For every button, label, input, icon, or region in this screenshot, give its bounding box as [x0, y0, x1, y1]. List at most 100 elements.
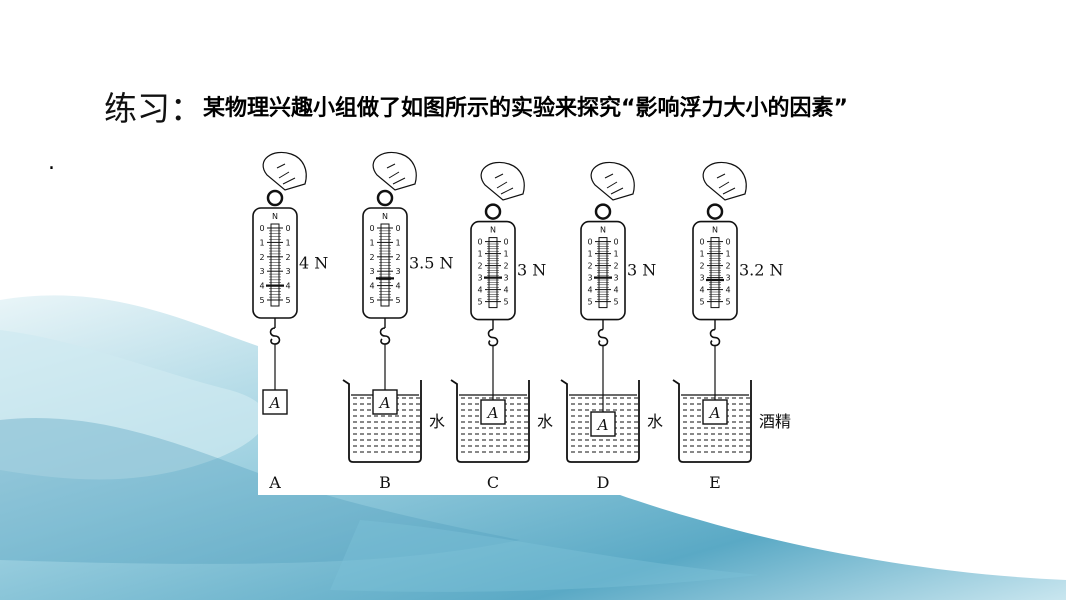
scale-ring — [706, 203, 724, 220]
scale-reading-label: 4 N — [299, 254, 328, 273]
scale-mark-right: 4 — [725, 286, 730, 295]
scale-mark-right: 4 — [395, 282, 400, 291]
liquid-label: 水 — [429, 412, 445, 431]
hand-icon — [590, 161, 635, 201]
block-label: A — [378, 394, 391, 412]
scale-mark-left: 2 — [699, 262, 704, 271]
liquid-c — [461, 397, 528, 453]
scale-mark-right: 0 — [395, 224, 400, 233]
scale-mark-left: 0 — [477, 238, 482, 247]
hand-icon — [480, 161, 525, 201]
scale-tube — [380, 223, 390, 307]
slide-title: 练习： 某物理兴趣小组做了如图所示的实验来探究“影响浮力大小的因素” — [104, 84, 848, 128]
beaker-outline — [342, 379, 422, 463]
hook-icon — [269, 327, 281, 345]
scale-mark-right: 0 — [503, 238, 508, 247]
scale-mark-right: 5 — [395, 296, 400, 305]
scale-mark-right: 4 — [503, 286, 508, 295]
trailing-mark: . — [48, 150, 55, 175]
scale-ring — [484, 203, 502, 220]
block-label: A — [268, 394, 281, 412]
scale-mark-left: 4 — [699, 286, 704, 295]
scale-mark-left: 5 — [477, 298, 482, 307]
scale-mark-right: 2 — [395, 253, 400, 262]
scale-mark-left: 1 — [369, 238, 374, 247]
hook-icon — [487, 328, 499, 347]
block-a — [702, 399, 728, 425]
setup-letter-label: D — [597, 473, 610, 492]
scale-mark-left: 5 — [699, 298, 704, 307]
scale-mark-right: 2 — [285, 253, 290, 262]
scale-tube — [270, 223, 280, 307]
scale-mark-right: 5 — [285, 296, 290, 305]
block-a — [590, 411, 616, 437]
scale-mark-left: 2 — [477, 262, 482, 271]
hand-finger-lines — [604, 173, 624, 195]
block-a — [372, 389, 398, 415]
hand-icon — [262, 151, 307, 191]
scale-mark-right: 2 — [613, 262, 618, 271]
scale-mark-left: 4 — [369, 282, 374, 291]
block-a — [480, 399, 506, 425]
block-label: A — [596, 416, 609, 434]
setup-letter-label: B — [379, 473, 391, 492]
scale-mark-right: 1 — [395, 238, 400, 247]
exercise-question: 某物理兴趣小组做了如图所示的实验来探究“影响浮力大小的因素” — [203, 96, 848, 121]
scale-mark-left: 4 — [259, 282, 264, 291]
beaker-outline — [560, 379, 640, 463]
scale-mark-right: 1 — [613, 250, 618, 259]
scale-unit-letter: N — [600, 226, 606, 235]
scale-mark-right: 5 — [725, 298, 730, 307]
scale-mark-left: 0 — [699, 238, 704, 247]
block-label: A — [486, 404, 499, 422]
scale-mark-right: 3 — [613, 274, 618, 283]
hand-icon — [372, 151, 417, 191]
hand-finger-lines — [276, 163, 296, 185]
scale-mark-right: 5 — [503, 298, 508, 307]
scale-mark-right: 0 — [285, 224, 290, 233]
scale-mark-right: 1 — [285, 238, 290, 247]
hand-finger-lines — [716, 173, 736, 195]
block-label: A — [708, 404, 721, 422]
scale-mark-left: 0 — [259, 224, 264, 233]
scale-reading-label: 3 N — [517, 261, 546, 280]
scale-mark-left: 4 — [477, 286, 482, 295]
scale-mark-right: 1 — [725, 250, 730, 259]
scale-mark-right: 5 — [613, 298, 618, 307]
scale-mark-right: 4 — [285, 282, 290, 291]
scale-mark-right: 0 — [725, 238, 730, 247]
scale-mark-right: 4 — [613, 286, 618, 295]
scale-mark-right: 1 — [503, 250, 508, 259]
scale-unit-letter: N — [272, 212, 278, 221]
scale-ring — [266, 189, 284, 207]
hand-finger-lines — [386, 163, 406, 185]
setup-letter-label: A — [268, 473, 281, 492]
scale-mark-left: 3 — [699, 274, 704, 283]
hand-icon — [702, 161, 747, 201]
block-a — [262, 389, 288, 415]
scale-mark-left: 0 — [587, 238, 592, 247]
hook-icon — [597, 328, 609, 347]
scale-mark-left: 1 — [587, 250, 592, 259]
liquid-b — [353, 397, 420, 453]
beaker-outline — [450, 379, 530, 463]
scale-mark-left: 3 — [259, 267, 264, 276]
scale-mark-left: 4 — [587, 286, 592, 295]
scale-mark-right: 0 — [613, 238, 618, 247]
scale-mark-right: 3 — [725, 274, 730, 283]
liquid-label: 酒精 — [759, 412, 791, 431]
hook-icon — [379, 327, 391, 345]
scale-mark-right: 3 — [503, 274, 508, 283]
scale-mark-left: 5 — [259, 296, 264, 305]
scale-ring — [376, 189, 394, 207]
hand-finger-lines — [494, 173, 514, 195]
scale-mark-left: 3 — [477, 274, 482, 283]
scale-reading-label: 3 N — [627, 261, 656, 280]
scale-unit-letter: N — [490, 226, 496, 235]
scale-mark-right: 3 — [285, 267, 290, 276]
setup-letter-label: C — [487, 473, 499, 492]
scale-mark-left: 1 — [699, 250, 704, 259]
